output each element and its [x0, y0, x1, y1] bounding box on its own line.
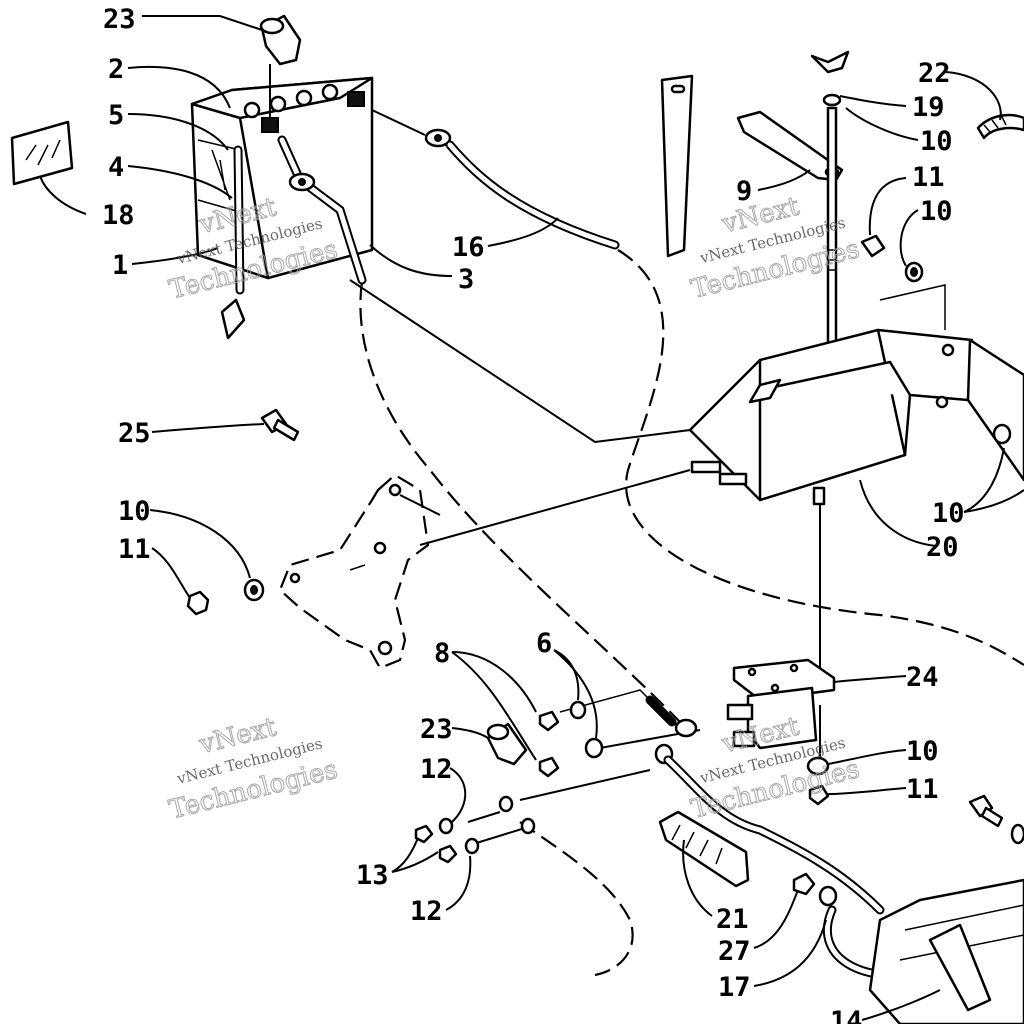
callout-1: 1 [112, 250, 128, 281]
battery-cable-part-16 [371, 109, 620, 250]
terminal-cap-lower-23 [486, 722, 528, 766]
callout-22: 22 [918, 58, 951, 89]
washer-nut-solenoid [806, 756, 830, 806]
mount-bracket [278, 473, 430, 670]
callout-4: 4 [108, 152, 124, 183]
bolt-part-25 [260, 408, 300, 442]
callout-10-mid: 10 [920, 196, 953, 227]
callout-23-lower: 23 [420, 714, 453, 745]
callout-10-left: 10 [118, 496, 151, 527]
washer-nut-left [186, 578, 265, 616]
hold-down-strap [660, 74, 694, 258]
callout-21: 21 [716, 904, 749, 935]
callout-27: 27 [718, 936, 751, 967]
callout-11-left: 11 [118, 534, 151, 565]
callout-leaders [39, 15, 1024, 1021]
starter-motor [868, 878, 1024, 1024]
decal-part-18 [10, 120, 74, 186]
boot-part-21 [658, 810, 750, 888]
callout-17: 17 [718, 972, 751, 1003]
battery-cable-part-3 [277, 135, 367, 285]
callout-2: 2 [108, 54, 124, 85]
nut-washer-part-27 [792, 872, 838, 907]
ring-terminal [645, 695, 698, 738]
watermark-right-bottom: vNext vNext Technologies Technologies [688, 711, 863, 826]
callout-11-solenoid: 11 [906, 774, 939, 805]
terminal-cap-part-23 [259, 14, 302, 118]
callout-numbers: 23 2 5 4 18 1 3 16 22 19 10 9 11 10 25 1… [102, 4, 965, 1024]
callout-12-top: 12 [420, 754, 453, 785]
nuts-washers-12-13 [414, 795, 536, 864]
callout-13: 13 [356, 860, 389, 891]
vent-hose [220, 145, 246, 340]
nut-washer-upper [860, 234, 924, 283]
callout-19: 19 [912, 92, 945, 123]
watermark-left-bottom: vNext vNext Technologies Technologies [166, 712, 341, 826]
callout-16: 16 [452, 232, 485, 263]
callout-10-right: 10 [932, 498, 965, 529]
callout-5: 5 [108, 100, 124, 131]
callout-20: 20 [926, 532, 959, 563]
callout-11-top: 11 [912, 162, 945, 193]
bracket-part-9 [736, 110, 844, 182]
callout-3: 3 [458, 264, 474, 295]
callout-8: 8 [434, 638, 450, 669]
bolt-lower-right [968, 794, 1024, 845]
solenoid-part-24 [726, 658, 836, 750]
callout-12-bottom: 12 [410, 896, 443, 927]
battery-tray-part-20 [688, 328, 1024, 506]
callout-23-top: 23 [103, 4, 136, 35]
callout-14: 14 [830, 1006, 863, 1024]
callout-18: 18 [102, 200, 135, 231]
routing-lines [349, 249, 1024, 977]
callout-25: 25 [118, 418, 151, 449]
callout-6: 6 [536, 628, 552, 659]
callout-10-solenoid: 10 [906, 736, 939, 767]
cable-tie-part-22 [976, 113, 1024, 140]
callout-24: 24 [906, 662, 939, 693]
starter-cable [663, 755, 885, 915]
callout-9: 9 [736, 176, 752, 207]
callout-10-top: 10 [920, 126, 953, 157]
